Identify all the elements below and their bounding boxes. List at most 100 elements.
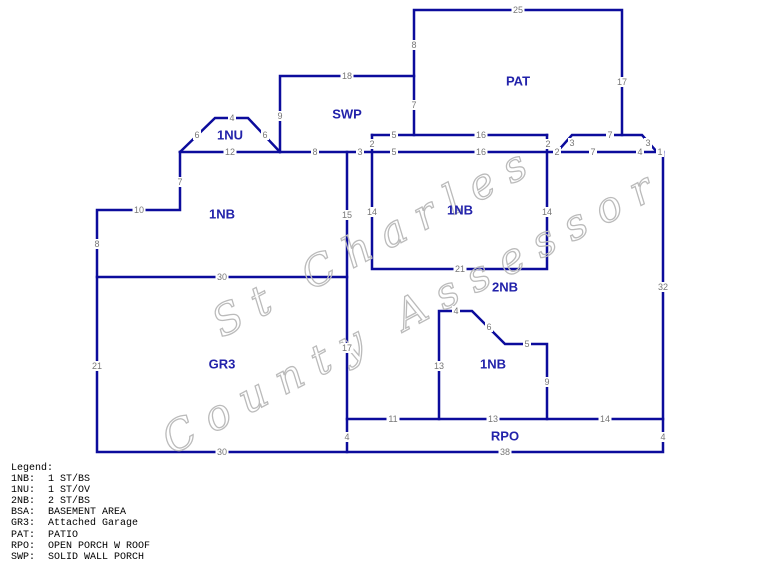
dimension-label: 11 xyxy=(388,414,397,424)
dimension-label: 4 xyxy=(453,306,458,316)
dimension-label: 6 xyxy=(262,130,267,140)
area-label-rpo: RPO xyxy=(491,429,519,444)
dimension-label-bg xyxy=(659,432,667,442)
dimension-label: 5 xyxy=(391,147,396,157)
swp-outline xyxy=(278,74,416,154)
dimension-label-bg xyxy=(511,5,525,15)
area-label-gr3: GR3 xyxy=(209,357,236,372)
dimension-label: 32 xyxy=(658,282,668,292)
area-label-1nu: 1NU xyxy=(217,128,243,143)
dimension-label-bg xyxy=(390,130,398,140)
dimension-label-bg xyxy=(193,130,201,140)
legend-code: BSA: xyxy=(11,507,36,519)
dimension-label: 17 xyxy=(342,343,352,353)
dimension-label-bg xyxy=(543,377,551,387)
legend-item: RPO:OPEN PORCH W ROOF xyxy=(11,541,150,552)
legend-code: GR3: xyxy=(11,518,36,530)
legend-description: 1 ST/BS xyxy=(48,474,91,486)
dimension-label: 38 xyxy=(500,447,510,457)
dimension-label-bg xyxy=(598,414,612,424)
legend-code: 2NB: xyxy=(11,496,36,508)
dimension-label-bg xyxy=(390,147,398,157)
legend-item: BSA: BASEMENT AREA xyxy=(11,507,150,518)
dimension-label-bg xyxy=(636,147,644,157)
legend-code: PAT: xyxy=(11,529,36,541)
dimension-label: 7 xyxy=(411,100,416,110)
area-label-1nb-lower: 1NB xyxy=(480,357,506,372)
dimension-label-bg xyxy=(656,147,664,157)
legend-description: Attached Garage xyxy=(48,518,139,530)
dimension-label: 14 xyxy=(600,414,610,424)
dimension-label-bg xyxy=(523,339,531,349)
dimension-label: 7 xyxy=(590,147,595,157)
dimension-label: 6 xyxy=(194,130,199,140)
dimension-label-bg xyxy=(223,147,237,157)
dimension-label: 17 xyxy=(617,77,627,87)
dimension-label: 13 xyxy=(434,361,444,371)
dimension-label: 2 xyxy=(554,147,559,157)
dimension-label: 2 xyxy=(545,139,550,149)
legend-code: 1NU: xyxy=(11,485,36,497)
area-labels: PAT SWP 1NU 1NB 1NB 2NB GR3 1NB RPO xyxy=(209,74,530,444)
dimension-label: 3 xyxy=(569,138,574,148)
dimension-label-bg xyxy=(93,239,101,249)
dimension-label: 5 xyxy=(524,339,529,349)
dimension-label-bg xyxy=(311,147,319,157)
dimension-label-bg xyxy=(356,147,364,157)
dimension-label: 13 xyxy=(488,414,498,424)
dimension-label: 7 xyxy=(177,177,182,187)
dimension-label: 15 xyxy=(342,210,352,220)
dimension-label-bg xyxy=(544,139,552,149)
area-label-swp: SWP xyxy=(332,107,362,122)
dimension-label-bg xyxy=(215,272,229,282)
dimension-label-bg xyxy=(432,361,446,371)
dimension-label: 4 xyxy=(637,147,642,157)
watermark: St Charles County Assessor xyxy=(153,132,674,464)
dimension-label-bg xyxy=(540,207,554,217)
dimension-label: 9 xyxy=(544,377,549,387)
dimension-label-bg xyxy=(386,414,400,424)
dimension-label: 8 xyxy=(411,40,416,50)
legend-item: 2NB: 2 ST/BS xyxy=(11,496,150,507)
dimension-label: 30 xyxy=(217,272,227,282)
dimension-label-bg xyxy=(276,111,284,121)
dimension-label-bg xyxy=(365,207,379,217)
dimension-label-bg xyxy=(452,306,460,316)
legend-item: 1NU:1 ST/OV xyxy=(11,485,150,496)
dimension-label-bg xyxy=(343,432,351,442)
dimension-label-bg xyxy=(340,343,354,353)
dimension-label-bg xyxy=(474,147,488,157)
area-label-1nb-left: 1NB xyxy=(209,207,235,222)
legend-code: SWP: xyxy=(11,551,36,563)
dimension-label: 9 xyxy=(277,111,282,121)
dimension-label-bg xyxy=(340,210,354,220)
dimension-label-bg xyxy=(615,77,629,87)
dimension-label-bg xyxy=(486,414,500,424)
legend-description: BASEMENT AREA xyxy=(48,507,127,519)
dimension-label: 21 xyxy=(455,264,465,274)
legend-description: 2 ST/BS xyxy=(48,496,91,508)
dimension-label: 14 xyxy=(367,207,377,217)
dimension-label: 4 xyxy=(660,432,665,442)
dimension-label: 5 xyxy=(391,130,396,140)
dimension-label: 10 xyxy=(134,205,144,215)
area-label-2nb: 2NB xyxy=(492,280,518,295)
dimension-label-bg xyxy=(606,130,614,140)
legend-description: SOLID WALL PORCH xyxy=(48,551,145,563)
dimension-label-bg xyxy=(176,177,184,187)
dimension-label-bg xyxy=(568,138,576,148)
legend-title: Legend: xyxy=(11,463,54,474)
area-label-pat: PAT xyxy=(506,74,530,89)
dimension-label: 2 xyxy=(369,139,374,149)
legend-item: 1NB:1 ST/BS xyxy=(11,474,150,485)
dimension-label-bg xyxy=(474,130,488,140)
dimension-label: 8 xyxy=(94,239,99,249)
dimension-label: 30 xyxy=(217,447,227,457)
dimension-label-bg xyxy=(410,100,418,110)
dimension-label-bg xyxy=(656,282,670,292)
dimension-label-bg xyxy=(368,139,376,149)
legend-item: SWP: SOLID WALL PORCH xyxy=(11,552,150,563)
